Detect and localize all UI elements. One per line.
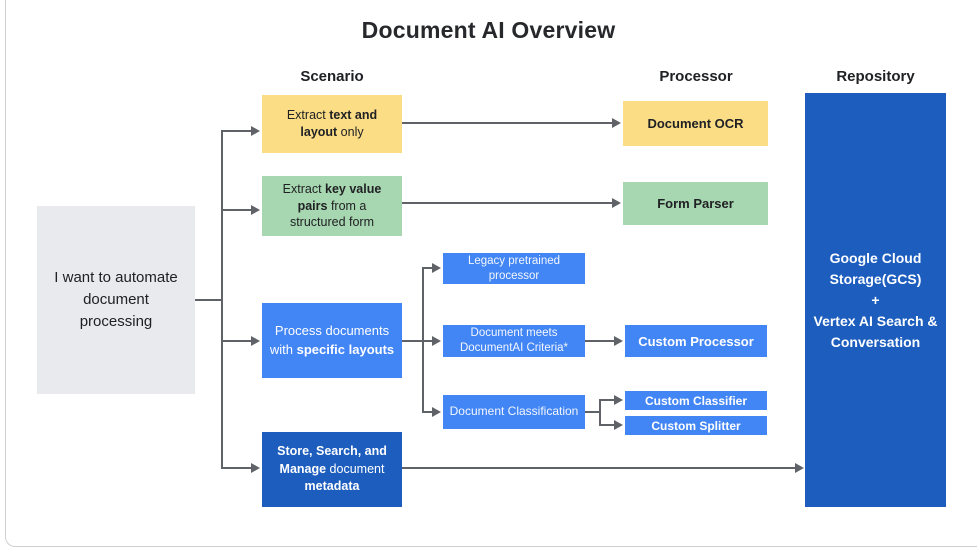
connector-branch-legacy bbox=[422, 267, 433, 269]
sub-node-legacy-pretrained: Legacy pretrained processor bbox=[443, 253, 585, 284]
arrowhead-repository bbox=[795, 463, 804, 473]
scenario-node-key-value: Extract key value pairs from a structure… bbox=[262, 176, 402, 236]
repository-node: Google Cloud Storage(GCS) + Vertex AI Se… bbox=[805, 93, 946, 507]
arrowhead-document-ocr bbox=[612, 118, 621, 128]
sub-node-documentai-criteria: Document meets DocumentAI Criteria* bbox=[443, 325, 585, 357]
connector-classification-stub bbox=[585, 411, 601, 413]
root-node: I want to automate document processing bbox=[37, 206, 195, 394]
diagram-title: Document AI Overview bbox=[361, 17, 616, 43]
arrowhead-key-value bbox=[251, 205, 260, 215]
arrowhead-legacy bbox=[432, 263, 441, 273]
connector-branch-classifier bbox=[599, 399, 615, 401]
processor-node-custom-processor: Custom Processor bbox=[625, 325, 767, 357]
connector-branch-store-search bbox=[221, 467, 252, 469]
scenario-node-extract-text: Extract text and layout only bbox=[262, 95, 402, 153]
processor-node-document-ocr: Document OCR bbox=[623, 101, 768, 146]
processor-node-form-parser: Form Parser bbox=[623, 182, 768, 225]
connector-store-to-repository bbox=[402, 467, 796, 469]
column-header-processor: Processor bbox=[659, 68, 733, 85]
arrowhead-form-parser bbox=[612, 198, 621, 208]
connector-layouts-stub bbox=[402, 340, 423, 342]
arrowhead-extract-text bbox=[251, 126, 260, 136]
arrowhead-specific-layouts bbox=[251, 336, 260, 346]
connector-keyvalue-to-formparser bbox=[402, 202, 613, 204]
connector-branch-criteria bbox=[422, 340, 433, 342]
connector-branch-key-value bbox=[221, 209, 252, 211]
sub-node-document-classification: Document Classification bbox=[443, 395, 585, 429]
arrowhead-store-search bbox=[251, 463, 260, 473]
connector-classification-trunk bbox=[599, 399, 601, 426]
connector-criteria-to-custom-processor bbox=[585, 340, 615, 342]
connector-root-stub bbox=[195, 299, 223, 301]
processor-node-custom-splitter: Custom Splitter bbox=[625, 416, 767, 435]
connector-branch-splitter bbox=[599, 424, 615, 426]
arrowhead-classification bbox=[432, 407, 441, 417]
arrowhead-custom-splitter bbox=[614, 420, 623, 430]
processor-node-custom-classifier: Custom Classifier bbox=[625, 391, 767, 410]
column-header-scenario: Scenario bbox=[300, 68, 364, 85]
connector-branch-specific-layouts bbox=[221, 340, 252, 342]
arrowhead-criteria bbox=[432, 336, 441, 346]
connector-root-trunk bbox=[221, 130, 223, 469]
connector-branch-extract-text bbox=[221, 130, 252, 132]
scenario-node-specific-layouts: Process documents with specific layouts bbox=[262, 303, 402, 378]
connector-branch-classification bbox=[422, 411, 433, 413]
scenario-node-store-search: Store, Search, and Manage document metad… bbox=[262, 432, 402, 507]
connector-extract-to-ocr bbox=[402, 122, 613, 124]
column-header-repository: Repository bbox=[836, 68, 915, 85]
arrowhead-custom-processor bbox=[614, 336, 623, 346]
arrowhead-custom-classifier bbox=[614, 395, 623, 405]
